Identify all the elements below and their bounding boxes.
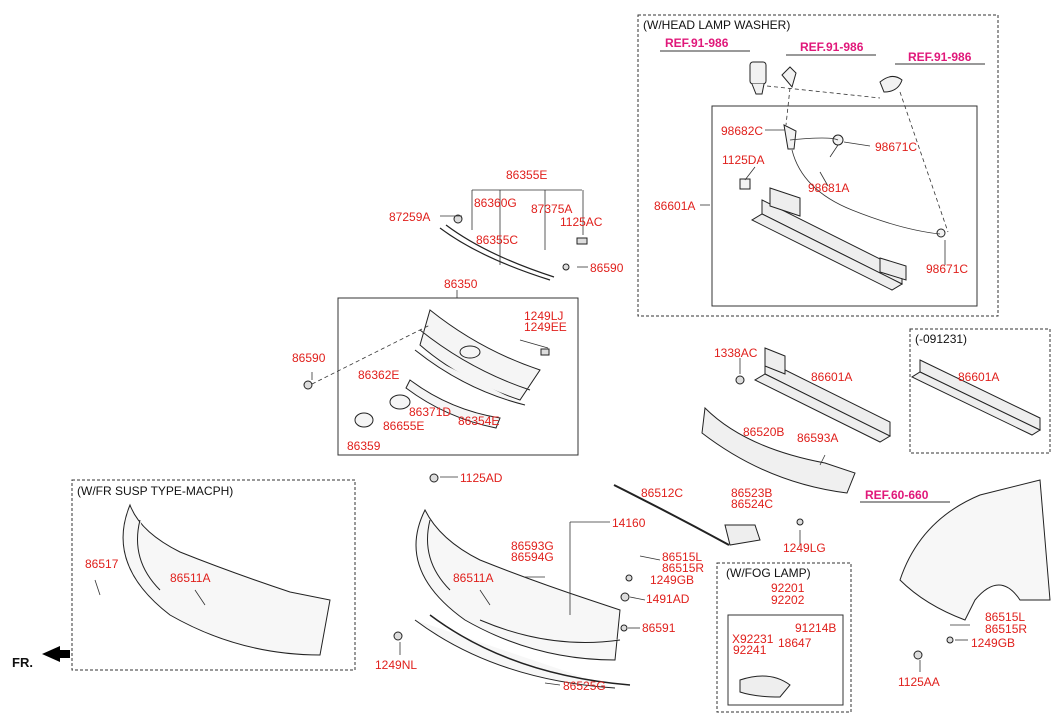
bumper-rail-art (613, 484, 730, 546)
part-86511A-main[interactable]: 86511A (453, 571, 494, 585)
part-X92231[interactable]: X92231 (732, 632, 774, 646)
bumper-lip-art (429, 614, 631, 686)
ref-link-91-986-a[interactable]: REF.91-986 (665, 36, 729, 50)
part-86525G[interactable]: 86525G (563, 679, 606, 693)
part-18647[interactable]: 18647 (778, 636, 812, 650)
part-1125AD[interactable]: 1125AD (460, 471, 503, 485)
part-86359[interactable]: 86359 (347, 439, 381, 453)
part-1491AD[interactable]: 1491AD (646, 592, 690, 606)
part-86590-top[interactable]: 86590 (590, 261, 624, 275)
part-98671C-bottom[interactable]: 98671C (926, 262, 969, 276)
part-92202[interactable]: 92202 (771, 593, 805, 607)
leader-lines (94, 129, 970, 686)
washer-parts-art (739, 61, 946, 238)
part-86524C[interactable]: 86524C (731, 497, 774, 511)
ref-link-60-660[interactable]: REF.60-660 (865, 488, 929, 502)
part-1249GB-right[interactable]: 1249GB (971, 636, 1016, 650)
beam-middle-art (753, 347, 892, 443)
part-86515L-right[interactable]: 86515L (985, 610, 1026, 624)
box-fr-susp (71, 479, 356, 671)
part-1125AC[interactable]: 1125AC (560, 215, 603, 229)
grille-art (354, 309, 541, 429)
part-1125AA[interactable]: 1125AA (898, 675, 940, 689)
part-86601A-early[interactable]: 86601A (958, 370, 1000, 384)
part-98681A[interactable]: 98681A (808, 181, 850, 195)
box-head-lamp-washer (637, 14, 999, 317)
energy-absorber-art (701, 406, 856, 494)
part-86362E[interactable]: 86362E (358, 368, 400, 382)
part-86523B[interactable]: 86523B (731, 486, 773, 500)
part-86515R-right[interactable]: 86515R (985, 622, 1028, 636)
part-86350[interactable]: 86350 (444, 277, 478, 291)
part-92241[interactable]: 92241 (733, 643, 767, 657)
part-86512C[interactable]: 86512C (641, 486, 684, 500)
fender-art (899, 479, 1051, 621)
part-86355C[interactable]: 86355C (476, 233, 519, 247)
box-fog-lamp (716, 562, 852, 713)
box-title-fr-susp: (W/FR SUSP TYPE-MACPH) (77, 484, 234, 498)
fog-bracket-art (724, 524, 761, 546)
part-1249GB-mid[interactable]: 1249GB (650, 573, 695, 587)
part-86593G[interactable]: 86593G (511, 539, 554, 553)
beam-washer-art (750, 187, 907, 291)
part-1249LJ[interactable]: 1249LJ (524, 309, 564, 323)
part-86593A[interactable]: 86593A (797, 431, 839, 445)
front-direction-label: FR. (12, 655, 33, 670)
part-86515R-mid[interactable]: 86515R (662, 561, 705, 575)
part-98682C[interactable]: 98682C (721, 124, 764, 138)
part-1249LG[interactable]: 1249LG (783, 541, 826, 555)
part-86590-left[interactable]: 86590 (292, 351, 326, 365)
box-title-early-model: (-091231) (915, 332, 968, 346)
part-86594G[interactable]: 86594G (511, 550, 554, 564)
ref-link-91-986-b[interactable]: REF.91-986 (800, 40, 864, 54)
box-fog-lamp-inner (727, 614, 844, 706)
front-arrow-icon (42, 646, 70, 662)
part-91214B[interactable]: 91214B (795, 621, 837, 635)
part-86520B[interactable]: 86520B (743, 425, 785, 439)
part-87259A[interactable]: 87259A (389, 210, 431, 224)
part-1249EE[interactable]: 1249EE (524, 320, 567, 334)
part-92201[interactable]: 92201 (771, 581, 805, 595)
part-14160[interactable]: 14160 (612, 516, 646, 530)
box-beam-assembly (711, 105, 978, 307)
grille-moldings-art (439, 224, 555, 281)
box-early-model (909, 328, 1051, 454)
box-title-fog-lamp: (W/FOG LAMP) (726, 566, 811, 580)
part-1338AC[interactable]: 1338AC (714, 346, 758, 360)
box-grille-assembly (337, 297, 579, 456)
ref-link-91-986-c[interactable]: REF.91-986 (908, 50, 972, 64)
part-1249NL[interactable]: 1249NL (375, 658, 418, 672)
part-86371D[interactable]: 86371D (409, 405, 452, 419)
part-86360G[interactable]: 86360G (474, 196, 517, 210)
part-86591[interactable]: 86591 (642, 621, 676, 635)
part-1125DA[interactable]: 1125DA (722, 153, 765, 167)
part-87375A[interactable]: 87375A (531, 202, 573, 216)
front-bumper-alt-art (122, 503, 331, 656)
part-86511A-alt[interactable]: 86511A (170, 571, 211, 585)
part-86517[interactable]: 86517 (85, 557, 119, 571)
box-title-head-lamp-washer: (W/HEAD LAMP WASHER) (643, 18, 791, 32)
part-86355E[interactable]: 86355E (506, 168, 548, 182)
fog-lamp-art (739, 675, 791, 698)
part-98671C-top[interactable]: 98671C (875, 140, 918, 154)
fasteners-art (303, 214, 954, 660)
part-86515L-mid[interactable]: 86515L (662, 550, 703, 564)
part-86354E[interactable]: 86354E (458, 414, 500, 428)
part-86601A-mid[interactable]: 86601A (811, 370, 853, 384)
part-86655E[interactable]: 86655E (383, 419, 425, 433)
beam-early-art (910, 359, 1042, 436)
part-86601A-washer[interactable]: 86601A (654, 199, 696, 213)
